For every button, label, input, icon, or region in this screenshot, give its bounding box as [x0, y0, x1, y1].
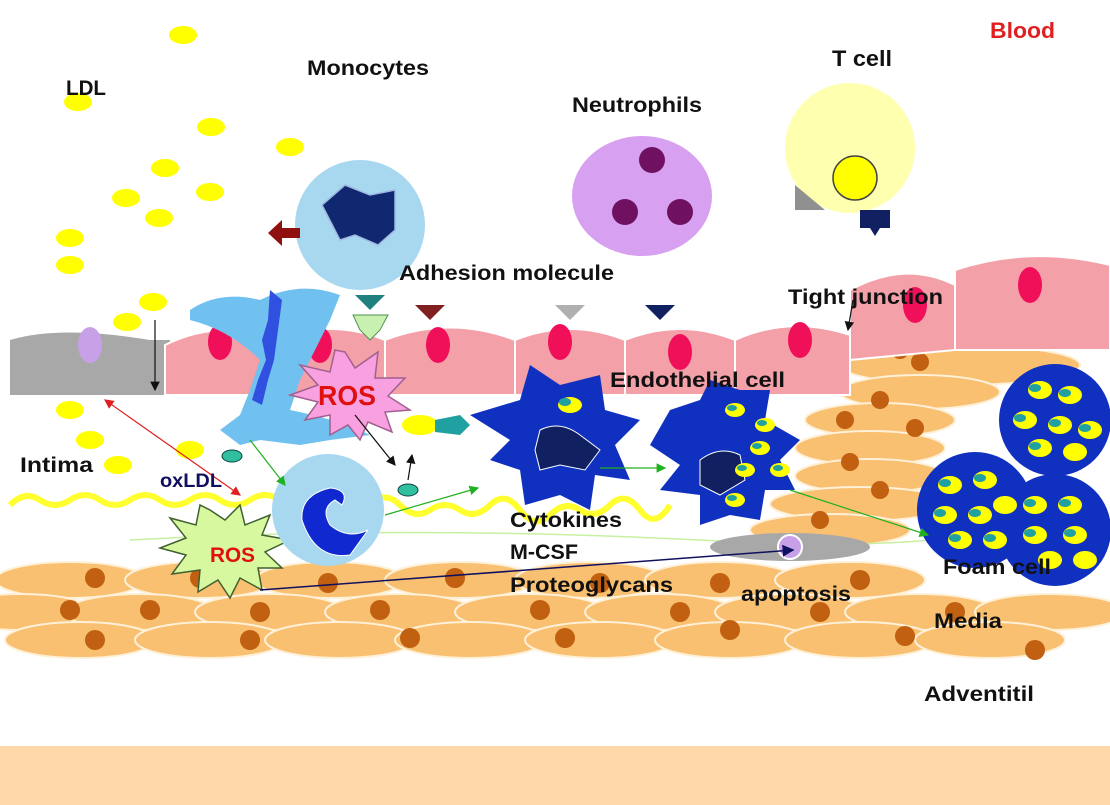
endothelial-cell-label: Endothelial cell: [610, 369, 785, 392]
proteoglycans-label: Proteoglycans: [510, 574, 673, 597]
blood-label: Blood: [990, 18, 1055, 43]
tight-junction-label: Tight junction: [788, 286, 943, 309]
neutrophil: [572, 136, 712, 256]
foam-cell-label: Foam cell: [943, 556, 1051, 579]
oxldl-label: oxLDL: [160, 471, 222, 492]
ros-upper-label: ROS: [318, 380, 376, 411]
ldl-label: LDL: [66, 77, 106, 100]
t-cell: [785, 83, 915, 236]
t-cell-label: T cell: [832, 46, 892, 71]
ldl-particles: [56, 26, 304, 331]
neutrophils-label: Neutrophils: [572, 94, 702, 117]
apoptotic-cell: [710, 533, 870, 561]
ros-lower-label: ROS: [210, 544, 255, 567]
macrophage-cell: [272, 454, 384, 566]
adhesion-molecule-label: Adhesion molecule: [399, 262, 614, 285]
apoptosis-label: apoptosis: [741, 583, 851, 606]
adhesion-molecules: [353, 295, 675, 340]
media-label: Media: [934, 610, 1002, 633]
monocytes-label: Monocytes: [307, 57, 429, 80]
cytokines-label: Cytokines: [510, 509, 622, 532]
footer-band: [0, 746, 1110, 805]
intima-label: Intima: [20, 454, 93, 477]
mcsf-label: M-CSF: [510, 541, 578, 564]
adventitil-label: Adventitil: [924, 683, 1034, 706]
